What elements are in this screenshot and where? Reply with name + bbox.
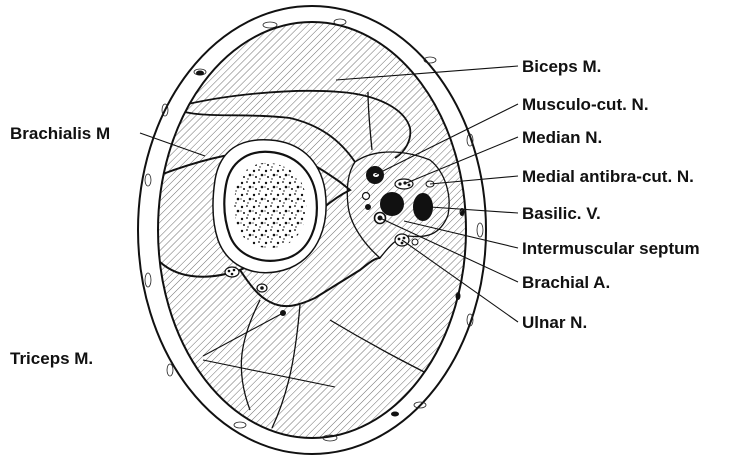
label-musculocutaneous-nerve: Musculo-cut. N. xyxy=(522,95,649,114)
label-brachial-artery: Brachial A. xyxy=(522,273,610,292)
label-intermuscular-septum: Intermuscular septum xyxy=(522,239,700,258)
label-ulnar-nerve: Ulnar N. xyxy=(522,313,587,332)
label-brachialis: Brachialis M xyxy=(10,124,110,143)
label-median-nerve: Median N. xyxy=(522,128,602,147)
label-biceps: Biceps M. xyxy=(522,57,601,76)
label-triceps: Triceps M. xyxy=(10,349,93,368)
humerus-marrow xyxy=(234,163,306,248)
basilic-vein-icon xyxy=(414,194,432,220)
label-medial-antibrachial-nerve: Medial antibra-cut. N. xyxy=(522,167,694,186)
brachial-vein-icon xyxy=(381,193,403,215)
label-basilic-vein: Basilic. V. xyxy=(522,204,601,223)
